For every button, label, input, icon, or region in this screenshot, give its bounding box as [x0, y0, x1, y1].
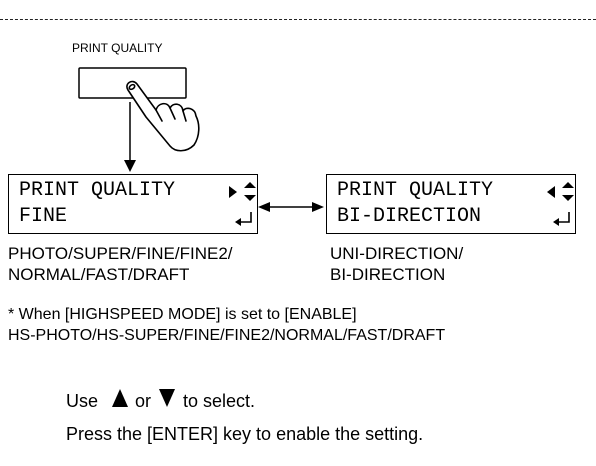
- left-options-line1: PHOTO/SUPER/FINE/FINE2/: [8, 244, 233, 263]
- left-options-line2: NORMAL/FAST/DRAFT: [8, 265, 190, 284]
- down-arrowhead: [124, 160, 136, 172]
- lcd-display-left: PRINT QUALITY FINE: [8, 174, 258, 234]
- lcd-left-line2: FINE: [19, 205, 68, 228]
- right-up-down-arrows-icon: [229, 182, 256, 201]
- instruction-use: Use: [66, 391, 99, 411]
- lcd-right-line2: BI-DIRECTION: [337, 205, 482, 228]
- right-options-line2: BI-DIRECTION: [330, 265, 446, 284]
- left-arrowhead: [258, 202, 270, 212]
- lcd-right-line1: PRINT QUALITY: [337, 179, 494, 202]
- instruction-to-select: to select.: [183, 391, 256, 411]
- pointing-hand-icon: [126, 80, 200, 152]
- lcd-display-right: PRINT QUALITY BI-DIRECTION: [326, 174, 576, 234]
- instruction-or: or: [135, 391, 152, 411]
- right-options-line1: UNI-DIRECTION/: [330, 244, 464, 263]
- right-arrowhead: [312, 202, 324, 212]
- enter-key-icon: [553, 212, 570, 226]
- instruction-enter: Press the [ENTER] key to enable the sett…: [66, 424, 424, 444]
- highspeed-note-line1: * When [HIGHSPEED MODE] is set to [ENABL…: [8, 306, 357, 323]
- enter-key-icon: [235, 212, 252, 226]
- lcd-left-line1: PRINT QUALITY: [19, 179, 176, 202]
- left-up-down-arrows-icon: [547, 182, 574, 201]
- dashed-separator: [0, 19, 596, 20]
- print-quality-button-label: PRINT QUALITY: [72, 41, 163, 55]
- highspeed-note-line2: HS-PHOTO/HS-SUPER/FINE/FINE2/NORMAL/FAST…: [8, 327, 446, 344]
